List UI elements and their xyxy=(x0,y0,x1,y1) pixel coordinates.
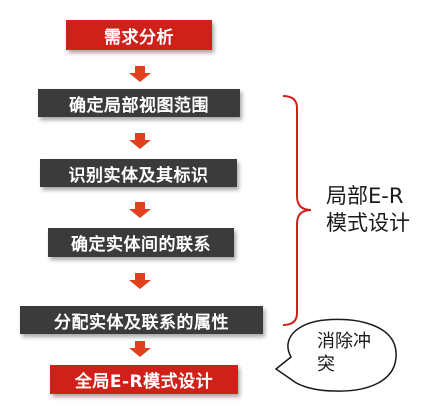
step-requirements-analysis: 需求分析 xyxy=(66,20,212,50)
flow-arrow-4 xyxy=(129,273,151,289)
step-assign-attributes: 分配实体及联系的属性 xyxy=(20,306,263,334)
step-identify-entities: 识别实体及其标识 xyxy=(40,159,237,187)
step-determine-relationships: 确定实体间的联系 xyxy=(48,228,234,257)
brace-label-line-1: 局部E-R xyxy=(326,184,404,208)
flow-arrow-5 xyxy=(129,341,151,357)
curly-brace xyxy=(282,95,312,326)
brace-label: 局部E-R 模式设计 xyxy=(326,183,410,237)
brace-label-line-2: 模式设计 xyxy=(326,211,410,235)
callout-text-line-2: 突 xyxy=(317,354,335,375)
flow-arrow-2 xyxy=(129,133,151,149)
step-global-er-design: 全局E-R模式设计 xyxy=(50,365,238,394)
callout-text-line-1: 消除冲 xyxy=(317,331,371,352)
step-determine-local-view-scope: 确定局部视图范围 xyxy=(38,89,240,117)
flow-arrow-3 xyxy=(129,202,151,218)
callout-bubble xyxy=(274,318,397,392)
callout-text: 消除冲 突 xyxy=(317,330,371,376)
flow-arrow-1 xyxy=(129,66,151,82)
